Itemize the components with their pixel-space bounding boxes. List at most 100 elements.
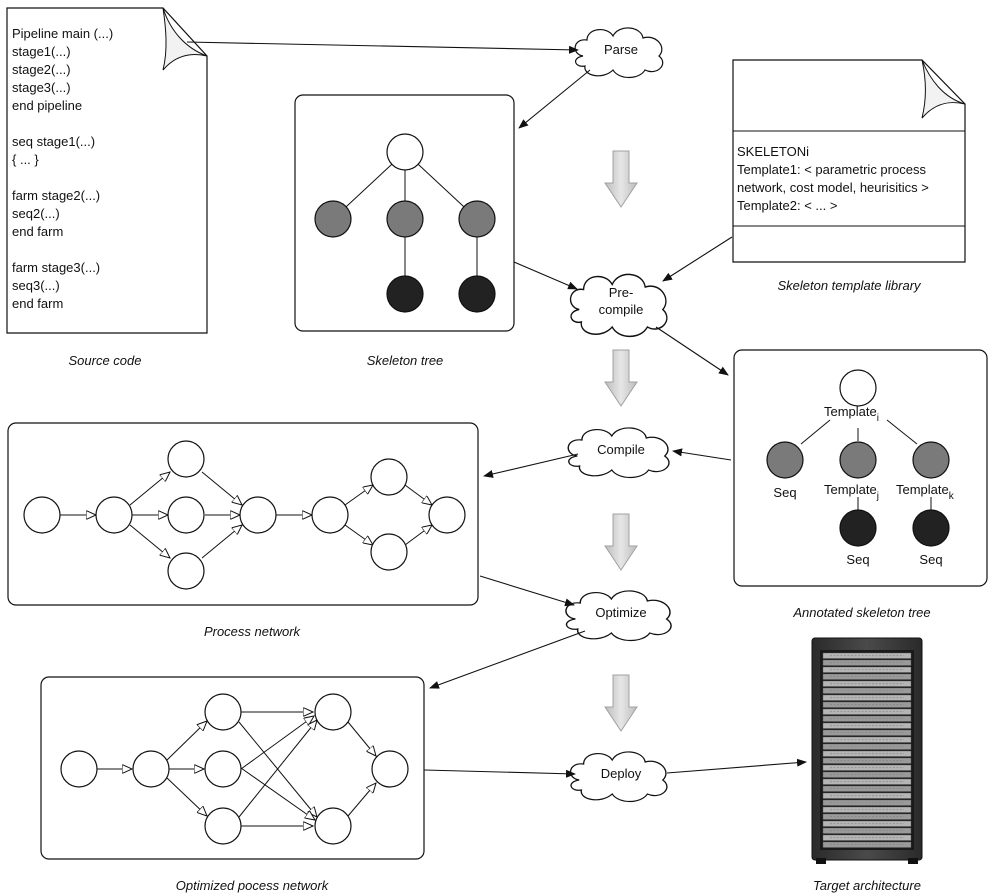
tree-to-precompile-arrow bbox=[513, 261, 578, 290]
template-i-label-text: Template bbox=[824, 404, 877, 419]
template-k-subscript: k bbox=[949, 491, 955, 502]
tree-node bbox=[386, 200, 424, 238]
source-code-lines: Pipeline main (...) stage1(...) stage2(.… bbox=[12, 26, 113, 311]
skeleton-tree-panel bbox=[294, 94, 515, 332]
tree-leaf-node bbox=[458, 275, 496, 313]
optimize-step-label: Optimize bbox=[595, 605, 646, 620]
template-j-subscript: j bbox=[876, 491, 879, 502]
deploy-to-target-arrow bbox=[666, 758, 807, 774]
process-node bbox=[428, 496, 466, 534]
optimized-node bbox=[314, 807, 352, 845]
parse-step-cloud: Parse bbox=[574, 27, 664, 79]
parse-to-tree-arrow bbox=[518, 69, 591, 129]
annotated-node bbox=[839, 441, 877, 479]
annotated-to-compile-arrow bbox=[672, 448, 732, 461]
optimized-node bbox=[132, 750, 170, 788]
source-code-line: { ... } bbox=[12, 152, 39, 167]
source-code-line: stage1(...) bbox=[12, 44, 71, 59]
parse-step-label: Parse bbox=[604, 42, 638, 57]
compile-to-network-arrow bbox=[483, 453, 579, 478]
process-node bbox=[239, 496, 277, 534]
process-node bbox=[95, 496, 133, 534]
tree-node bbox=[314, 200, 352, 238]
precompile-to-annotated-arrow bbox=[655, 326, 729, 376]
server-rack-icon bbox=[811, 637, 923, 864]
process-network-caption: Process network bbox=[204, 624, 302, 639]
precompile-step-cloud: Pre- compile bbox=[569, 273, 668, 338]
precompile-step-label-2: compile bbox=[599, 302, 644, 317]
seq-label: Seq bbox=[773, 485, 796, 500]
flow-arrow-down bbox=[604, 513, 638, 571]
optimized-node bbox=[60, 750, 98, 788]
optimized-node bbox=[204, 693, 242, 731]
template-k-label-text: Template bbox=[896, 482, 949, 497]
process-network-panel bbox=[7, 422, 479, 606]
template-library-caption: Skeleton template library bbox=[777, 278, 922, 293]
deploy-step-label: Deploy bbox=[601, 766, 642, 781]
target-architecture-caption: Target architecture bbox=[813, 878, 921, 893]
flow-arrow-down bbox=[604, 150, 638, 208]
annotated-node bbox=[912, 441, 950, 479]
optimize-step-cloud: Optimize bbox=[565, 590, 672, 642]
skeleton-tree-caption: Skeleton tree bbox=[367, 353, 444, 368]
library-to-precompile-arrow bbox=[662, 236, 733, 282]
template-library-document bbox=[732, 59, 966, 263]
optimized-network-caption: Optimized pocess network bbox=[176, 878, 330, 893]
template-i-label: Templatei bbox=[824, 404, 879, 424]
annotated-root-node bbox=[839, 369, 877, 407]
template-j-label: Templatej bbox=[824, 482, 879, 502]
leaf-seq-label-2: Seq bbox=[919, 552, 942, 567]
source-code-line: end pipeline bbox=[12, 98, 82, 113]
template-j-label-text: Template bbox=[824, 482, 877, 497]
compile-step-label: Compile bbox=[597, 442, 645, 457]
source-code-line: farm stage3(...) bbox=[12, 260, 100, 275]
process-node bbox=[167, 552, 205, 590]
precompile-step-label-1: Pre- bbox=[609, 285, 634, 300]
annotated-leaf-node bbox=[912, 509, 950, 547]
source-code-line: end farm bbox=[12, 224, 63, 239]
optimized-node bbox=[204, 750, 242, 788]
optimized-node bbox=[371, 750, 409, 788]
optimize-to-optimized-arrow bbox=[429, 630, 586, 689]
process-node bbox=[370, 458, 408, 496]
source-code-line: Pipeline main (...) bbox=[12, 26, 113, 41]
annotated-node bbox=[766, 441, 804, 479]
source-code-line: seq stage1(...) bbox=[12, 134, 95, 149]
optimized-network-panel bbox=[40, 676, 425, 860]
template-k-label: Templatek bbox=[896, 482, 955, 502]
deploy-step-cloud: Deploy bbox=[569, 751, 668, 803]
annotated-leaf-node bbox=[839, 509, 877, 547]
optimized-to-deploy-arrow bbox=[423, 769, 576, 778]
flow-arrow-down bbox=[604, 674, 638, 732]
source-code-line: seq2(...) bbox=[12, 206, 60, 221]
template-library-line: Template2: < ... > bbox=[737, 198, 837, 213]
process-node bbox=[311, 496, 349, 534]
source-code-line: end farm bbox=[12, 296, 63, 311]
network-to-optimize-arrow bbox=[479, 575, 575, 607]
source-code-line: farm stage2(...) bbox=[12, 188, 100, 203]
template-library-line: SKELETONi bbox=[737, 144, 809, 159]
source-code-line: stage2(...) bbox=[12, 62, 71, 77]
process-node bbox=[167, 440, 205, 478]
source-code-document bbox=[6, 7, 208, 334]
source-code-line: stage3(...) bbox=[12, 80, 71, 95]
tree-node bbox=[458, 200, 496, 238]
source-code-line: seq3(...) bbox=[12, 278, 60, 293]
process-node bbox=[370, 533, 408, 571]
tree-leaf-node bbox=[386, 275, 424, 313]
flow-arrow-down bbox=[604, 349, 638, 407]
tree-root-node bbox=[386, 133, 424, 171]
process-node bbox=[23, 496, 61, 534]
annotated-tree-panel bbox=[733, 349, 988, 587]
annotated-tree-caption: Annotated skeleton tree bbox=[792, 605, 930, 620]
leaf-seq-label-1: Seq bbox=[846, 552, 869, 567]
process-node bbox=[167, 496, 205, 534]
source-to-parse-arrow bbox=[186, 41, 579, 54]
optimized-node bbox=[314, 693, 352, 731]
template-library-line: Template1: < parametric process bbox=[737, 162, 926, 177]
compile-step-cloud: Compile bbox=[567, 427, 670, 479]
optimized-node bbox=[204, 807, 242, 845]
template-i-subscript: i bbox=[877, 413, 879, 424]
